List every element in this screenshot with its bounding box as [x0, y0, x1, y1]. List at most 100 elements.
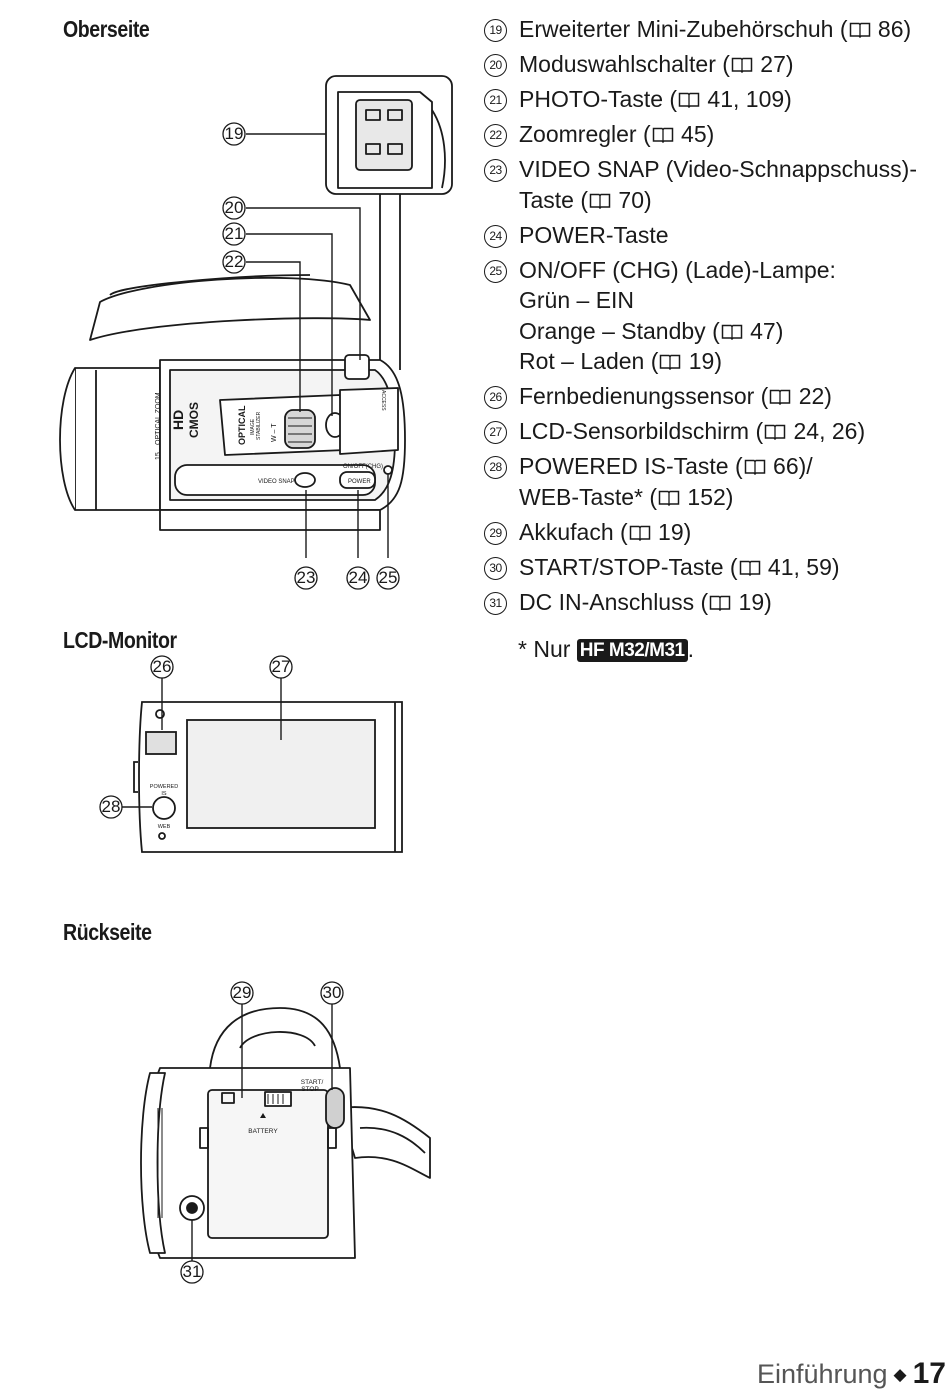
- legend-text: POWERED IS-Taste ( 66)/: [519, 453, 813, 479]
- legend-number-30: 30: [484, 556, 507, 580]
- print-15: 15: [155, 452, 162, 460]
- book-icon: [678, 92, 700, 108]
- book-icon: [709, 595, 731, 611]
- print-image: IMAGE: [250, 418, 256, 435]
- legend-text: PHOTO-Taste ( 41, 109): [519, 86, 792, 112]
- legend-item-21: 21 PHOTO-Taste ( 41, 109): [484, 84, 946, 115]
- print-stabilizer: STABILIZER: [256, 411, 262, 440]
- legend-number-31: 31: [484, 591, 507, 615]
- legend-text: Zoomregler ( 45): [519, 121, 715, 147]
- legend-number-29: 29: [484, 521, 507, 545]
- print-w-t: W – T: [271, 423, 278, 442]
- book-icon: [721, 324, 742, 340]
- footnote: * Nur HF M32/M31.: [518, 636, 694, 663]
- print-access: ACCESS: [380, 390, 386, 411]
- legend-number-23: 23: [484, 159, 507, 182]
- legend-text: START/STOP-Taste ( 41, 59): [519, 553, 840, 580]
- print-on-off-chg: ON/OFF(CHG): [343, 464, 383, 470]
- print-web: WEB: [158, 824, 171, 830]
- print-stop: STOP: [301, 1086, 319, 1093]
- legend-text: Taste ( 70): [519, 186, 652, 213]
- print-video-snap: VIDEO SNAP: [258, 479, 295, 485]
- callout-28: 28: [102, 797, 121, 816]
- callout-26: 26: [153, 657, 172, 676]
- legend-item-29: 29 Akkufach ( 19): [484, 517, 946, 548]
- callout-20: 20: [225, 198, 244, 217]
- legend-text: Fernbedienungssensor ( 22): [519, 383, 832, 409]
- legend-item-30: 30 START/STOP-Taste ( 41, 59): [484, 552, 946, 583]
- print-start: START/: [301, 1079, 324, 1086]
- callout-30: 30: [323, 983, 342, 1002]
- book-icon: [652, 127, 673, 143]
- legend-number-19: 19: [484, 19, 507, 42]
- book-icon: [739, 560, 760, 576]
- print-is: IS: [161, 791, 167, 797]
- callout-25: 25: [379, 568, 398, 587]
- callout-29: 29: [233, 983, 252, 1002]
- legend-text: DC IN-Anschluss ( 19): [519, 588, 772, 615]
- legend-item-31: 31 DC IN-Anschluss ( 19): [484, 587, 946, 618]
- callout-21: 21: [225, 224, 244, 243]
- book-icon: [658, 490, 680, 506]
- legend-text: Moduswahlschalter ( 27): [519, 51, 794, 77]
- legend-text: LCD-Sensorbildschirm ( 24, 26): [519, 418, 866, 444]
- camera-back-illustration: START/ STOP BATTERY 29 30 31: [140, 981, 431, 1284]
- book-icon: [660, 354, 681, 370]
- diamond-icon: ◆: [893, 1365, 907, 1384]
- section-title-lcd: LCD-Monitor: [63, 627, 177, 653]
- model-badge: HF M32/M31: [576, 639, 688, 662]
- legend-item-20: 20 Moduswahlschalter ( 27): [484, 49, 946, 80]
- legend-item-19: 19 Erweiterter Mini-Zubehörschuh ( 86): [484, 14, 946, 45]
- lcd-monitor-illustration: POWERED IS WEB 26 27 28: [99, 655, 403, 853]
- legend-number-25: 25: [484, 259, 507, 283]
- footnote-suffix: .: [687, 636, 694, 662]
- legend-text: VIDEO SNAP (Video-Schnappschuss)-: [519, 156, 917, 182]
- print-cmos: CMOS: [187, 402, 201, 438]
- camera-top-illustration: 15 OPTICAL ZOOM HD CMOS OPTICAL IMAGE ST…: [59, 75, 453, 590]
- page-number: 17: [912, 1357, 946, 1390]
- callout-22: 22: [225, 252, 244, 271]
- book-icon: [764, 424, 786, 440]
- legend-number-22: 22: [484, 124, 507, 147]
- book-icon: [731, 57, 753, 73]
- callout-24: 24: [349, 568, 368, 587]
- legend-number-27: 27: [484, 421, 507, 444]
- page-footer: Einführung◆17: [757, 1357, 946, 1391]
- callout-31: 31: [183, 1262, 202, 1281]
- legend-item-28: 28 POWERED IS-Taste ( 66)/ WEB-Taste* ( 15…: [484, 451, 946, 512]
- legend-item-26: 26 Fernbedienungssensor ( 22): [484, 381, 946, 412]
- legend-number-20: 20: [484, 54, 507, 77]
- legend-number-26: 26: [484, 386, 507, 409]
- legend-item-23: 23 VIDEO SNAP (Video-Schnappschuss)- Taste…: [484, 154, 946, 215]
- book-icon: [629, 525, 650, 541]
- legend-text: Erweiterter Mini-Zubehörschuh ( 86): [519, 16, 912, 42]
- legend-text: Akkufach ( 19): [519, 518, 692, 545]
- legend-number-21: 21: [484, 89, 507, 112]
- section-title-back: Rückseite: [63, 919, 152, 945]
- legend-item-22: 22 Zoomregler ( 45): [484, 119, 946, 150]
- callout-23: 23: [297, 568, 316, 587]
- legend-number-24: 24: [484, 224, 507, 248]
- callout-27: 27: [272, 657, 291, 676]
- legend-item-24: 24 POWER-Taste: [484, 220, 946, 251]
- print-powered: POWERED: [150, 784, 178, 790]
- book-icon: [744, 459, 765, 475]
- parts-legend: 19 Erweiterter Mini-Zubehörschuh ( 86) 20 M…: [484, 14, 946, 622]
- legend-text: POWER-Taste: [519, 221, 669, 248]
- book-icon: [770, 389, 791, 405]
- callout-19: 19: [225, 124, 244, 143]
- print-optical-zoom: OPTICAL ZOOM: [155, 392, 162, 445]
- legend-text: WEB-Taste* ( 152): [519, 483, 734, 510]
- section-title-top: Oberseite: [63, 16, 150, 42]
- book-icon: [849, 22, 870, 38]
- print-hd: HD: [170, 410, 186, 430]
- legend-text: Rot – Laden ( 19): [519, 348, 723, 374]
- print-power: POWER: [348, 479, 371, 485]
- legend-number-28: 28: [484, 456, 507, 479]
- footnote-prefix: * Nur: [518, 636, 577, 662]
- legend-item-27: 27 LCD-Sensorbildschirm ( 24, 26): [484, 416, 946, 447]
- book-icon: [589, 193, 611, 209]
- legend-text: Orange – Standby ( 47): [519, 317, 784, 344]
- legend-text: ON/OFF (CHG) (Lade)-Lampe:: [519, 256, 836, 283]
